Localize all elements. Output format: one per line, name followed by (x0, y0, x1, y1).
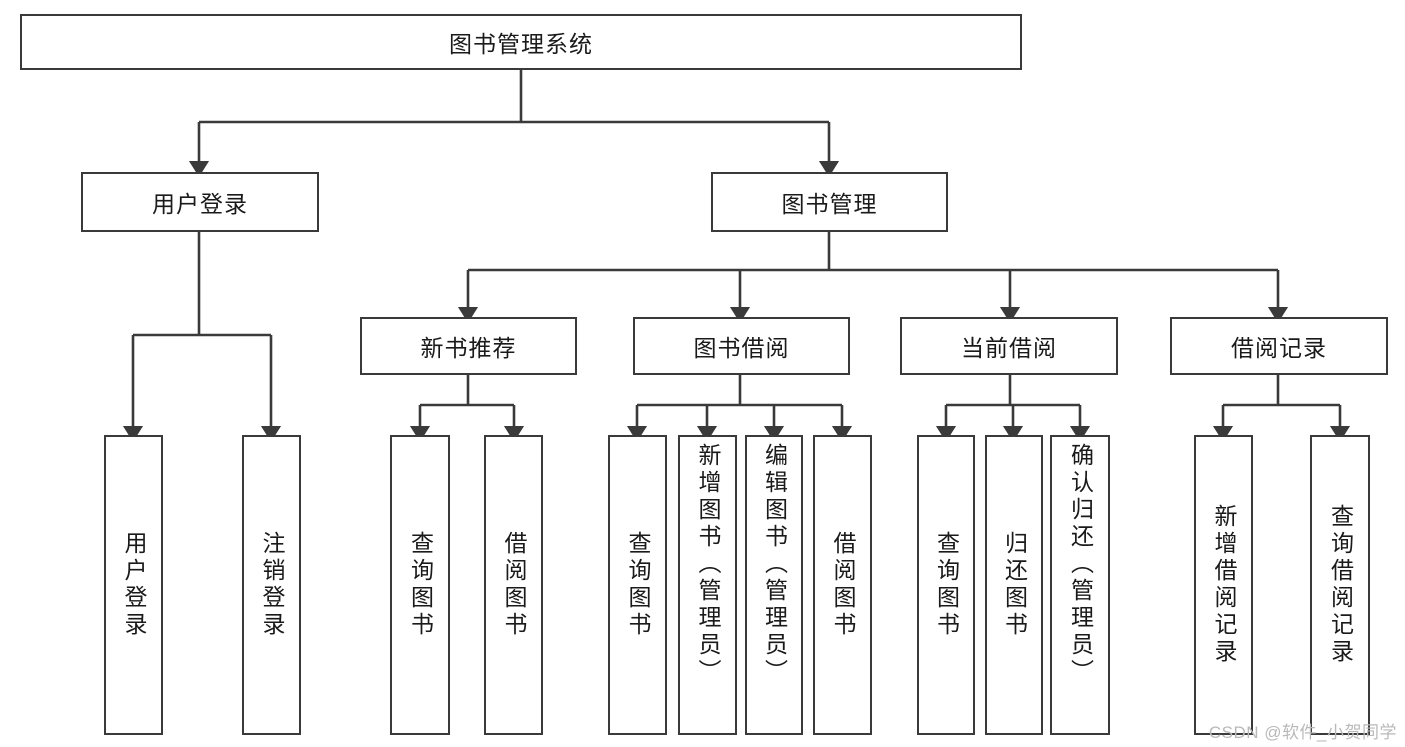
node-label: 用户登录 (152, 191, 248, 217)
node-label: 当前借阅 (961, 335, 1057, 361)
node-borrow-record[interactable]: 借阅记录 (1170, 317, 1388, 375)
node-label: 图书管理系统 (449, 31, 593, 57)
leaf-user-login-logout[interactable]: 注销登录 (242, 435, 301, 735)
node-label: 图书管理 (781, 191, 878, 217)
leaf-current-borrow-query[interactable]: 查询图书 (917, 435, 975, 735)
leaf-borrow-record-query[interactable]: 查询借阅记录 (1310, 435, 1370, 735)
node-book-management[interactable]: 图书管理 (711, 172, 948, 232)
node-label: 查询借阅记录 (1327, 504, 1354, 666)
node-label: 借阅图书 (830, 531, 856, 639)
leaf-book-borrow-edit[interactable]: 编辑图书（管理员） (745, 435, 803, 735)
node-label: 查询图书 (625, 531, 651, 639)
leaf-new-book-query[interactable]: 查询图书 (390, 435, 450, 735)
node-label: 借阅记录 (1231, 335, 1327, 361)
node-label: 确认归还（管理员） (1067, 443, 1094, 686)
leaf-book-borrow-query[interactable]: 查询图书 (608, 435, 667, 735)
node-label: 归还图书 (1001, 531, 1028, 639)
node-current-borrow[interactable]: 当前借阅 (900, 317, 1118, 375)
leaf-book-borrow-add[interactable]: 新增图书（管理员） (678, 435, 737, 735)
node-label: 图书借阅 (693, 335, 790, 361)
node-label: 查询图书 (407, 531, 434, 639)
leaf-user-login-login[interactable]: 用户登录 (104, 435, 163, 735)
leaf-current-borrow-return[interactable]: 归还图书 (985, 435, 1043, 735)
leaf-borrow-record-add[interactable]: 新增借阅记录 (1194, 435, 1253, 735)
node-new-book-recommend[interactable]: 新书推荐 (360, 317, 577, 375)
csdn-watermark: CSDN @软件_小贺同学 (1208, 723, 1397, 742)
leaf-current-borrow-confirm-return[interactable]: 确认归还（管理员） (1050, 435, 1110, 735)
node-label: 注销登录 (259, 531, 285, 639)
node-user-login[interactable]: 用户登录 (81, 172, 319, 232)
node-root-system[interactable]: 图书管理系统 (20, 14, 1022, 70)
node-book-borrow[interactable]: 图书借阅 (633, 317, 850, 375)
node-label: 编辑图书（管理员） (761, 443, 788, 686)
leaf-book-borrow-borrow[interactable]: 借阅图书 (813, 435, 872, 735)
node-label: 借阅图书 (501, 531, 527, 639)
node-label: 查询图书 (933, 531, 960, 639)
leaf-new-book-borrow[interactable]: 借阅图书 (484, 435, 543, 735)
node-label: 新增图书（管理员） (695, 443, 721, 686)
node-label: 用户登录 (121, 531, 147, 639)
node-label: 新增借阅记录 (1211, 504, 1237, 666)
node-label: 新书推荐 (420, 335, 517, 361)
